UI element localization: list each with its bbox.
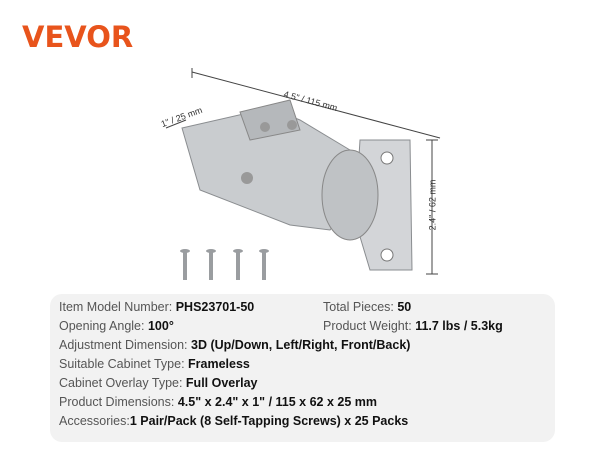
spec-adjustment: Adjustment Dimension: 3D (Up/Down, Left/…	[59, 338, 411, 352]
hinge-illustration	[165, 68, 441, 280]
spec-overlay-type: Cabinet Overlay Type: Full Overlay	[59, 376, 258, 390]
screws-icon	[180, 249, 269, 280]
dimension-lines	[165, 68, 441, 275]
spec-model: Item Model Number: PHS23701-50	[59, 300, 255, 314]
height-dimension: 2.4" / 62 mm	[427, 179, 438, 231]
hinge-icon	[181, 99, 413, 271]
spec-dimensions: Product Dimensions: 4.5" x 2.4" x 1" / 1…	[59, 395, 377, 409]
spec-total-pieces: Total Pieces: 50	[323, 300, 412, 314]
brand-logo: VEVOR	[22, 20, 134, 54]
spec-opening-angle: Opening Angle: 100°	[59, 319, 174, 333]
spec-cabinet-type: Suitable Cabinet Type: Frameless	[59, 357, 250, 371]
spec-panel: Item Model Number: PHS23701-50 Total Pie…	[50, 294, 555, 442]
spec-accessories: Accessories:1 Pair/Pack (8 Self-Tapping …	[59, 414, 409, 428]
spec-weight: Product Weight: 11.7 lbs / 5.3kg	[323, 319, 503, 333]
